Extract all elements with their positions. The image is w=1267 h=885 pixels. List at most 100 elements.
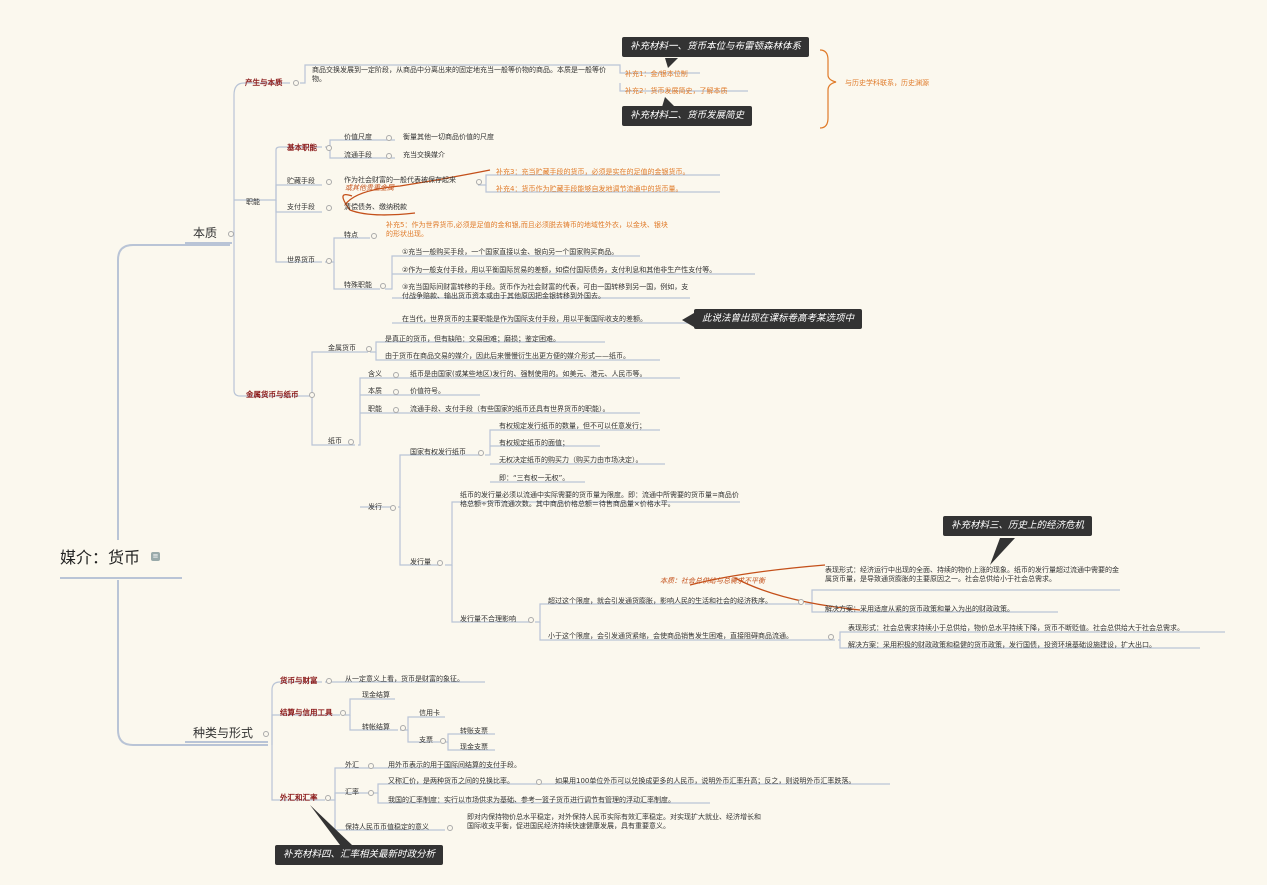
collapse-button[interactable] — [386, 153, 392, 159]
node-chaoguo[interactable]: 超过这个限度，就会引发通货膨胀，影响人民的生活和社会的经济秩序。 — [548, 597, 772, 605]
node-sup2[interactable]: 补充2：货币发展简史，了解本质 — [625, 87, 728, 95]
node-zhibi[interactable]: 纸币 — [328, 437, 342, 445]
node-baochi[interactable]: 保持人民币币值稳定的意义 — [345, 823, 429, 831]
node-liutong[interactable]: 流通手段 — [344, 151, 372, 159]
node-baochi-desc[interactable]: 即对内保持物价总水平稳定，对外保持人民币实际有效汇率稳定。对实现扩大就业、经济增… — [467, 813, 761, 830]
node-teshu4[interactable]: 在当代，世界货币的主要职能是作为国际支付手段，用以平衡国际收支的差额。 — [402, 315, 647, 323]
node-js2[interactable]: 解决方案：采用积极的财政政策和稳健的货币政策，发行国债，投资环境基础设施建设，扩… — [848, 641, 1156, 649]
node-hl[interactable]: 汇率 — [345, 788, 359, 796]
node-hanyi[interactable]: 含义 — [368, 370, 382, 378]
collapse-button[interactable] — [476, 179, 482, 185]
node-buheli[interactable]: 发行量不合理影响 — [460, 615, 516, 623]
collapse-button[interactable] — [440, 738, 446, 744]
node-jiben[interactable]: 基本职能 — [287, 143, 317, 152]
callout-sup1[interactable]: 补充材料一、货币本位与布雷顿森林体系 — [622, 37, 810, 57]
node-sup4[interactable]: 补充4：货币作为贮藏手段能够自发地调节流通中的货币量。 — [496, 185, 683, 193]
node-zb-benzhi-desc[interactable]: 价值符号。 — [410, 387, 445, 395]
node-jiazhi-desc[interactable]: 衡量其他一切商品价值的尺度 — [403, 133, 494, 141]
node-gj4[interactable]: 即：“三有权一无权”。 — [499, 474, 570, 482]
node-xinyongka[interactable]: 信用卡 — [419, 709, 440, 717]
collapse-button[interactable] — [393, 389, 399, 395]
node-gj3[interactable]: 无权决定纸币的购买力（购买力由市场决定）。 — [499, 456, 643, 464]
node-jh1[interactable]: 是真正的货币，但有缺陷：交易困难；磨损；鉴定困难。 — [385, 335, 560, 343]
node-guojia[interactable]: 国家有权发行纸币 — [410, 448, 466, 456]
collapse-button[interactable] — [447, 825, 453, 831]
node-wh[interactable]: 外汇 — [345, 761, 359, 769]
branch-zhonglei[interactable]: 种类与形式 — [193, 726, 254, 740]
collapse-button[interactable] — [400, 725, 406, 731]
collapse-button[interactable] — [368, 763, 374, 769]
collapse-button[interactable] — [340, 710, 346, 716]
node-wh-desc[interactable]: 用外币表示的用于国际间结算的支付手段。 — [388, 761, 521, 769]
collapse-button[interactable] — [393, 372, 399, 378]
node-jiazhi[interactable]: 价值尺度 — [344, 133, 372, 141]
node-zzzp[interactable]: 转账支票 — [460, 727, 488, 735]
collapse-button[interactable] — [368, 790, 374, 796]
collapse-button[interactable] — [380, 283, 386, 289]
node-pz1[interactable]: 表现形式：经济运行中出现的全面、持续的物价上涨的现象。纸币的发行量超过流通中需要… — [825, 566, 1119, 583]
node-history-note[interactable]: 与历史学科联系，历史渊源 — [845, 79, 929, 87]
collapse-button[interactable] — [536, 779, 542, 785]
node-js1[interactable]: 表现形式：社会总需求持续小于总供给，物价总水平持续下降，货币不断贬值。社会总供给… — [848, 624, 1184, 632]
collapse-button[interactable] — [528, 617, 534, 623]
collapse-button[interactable] — [393, 407, 399, 413]
node-zhucang-desc[interactable]: 作为社会财富的一般代表被保存起来 — [344, 176, 456, 184]
node-fxl-desc[interactable]: 纸币的发行量必须以流通中实际需要的货币量为限度。即：流通中所需要的货币量=商品价… — [460, 491, 739, 508]
collapse-button[interactable] — [390, 505, 396, 511]
collapse-button[interactable] — [371, 233, 377, 239]
node-sup3[interactable]: 补充3：充当贮藏手段的货币，必须是实在的足值的金银货币。 — [496, 168, 690, 176]
node-zhuanzhang[interactable]: 转帐结算 — [362, 723, 390, 731]
collapse-button[interactable] — [325, 795, 331, 801]
node-hl1b[interactable]: 如果用100单位外币可以兑换成更多的人民币，说明外币汇率升高；反之，则说明外币汇… — [555, 777, 856, 785]
node-gj1[interactable]: 有权规定发行纸币的数量，但不可以任意发行； — [499, 422, 646, 430]
callout-exam[interactable]: 此说法曾出现在课标卷高考某选项中 — [694, 309, 863, 329]
node-waihui[interactable]: 外汇和汇率 — [280, 793, 318, 802]
collapse-button[interactable] — [326, 179, 332, 185]
collapse-button[interactable] — [228, 231, 234, 237]
collapse-button[interactable] — [366, 346, 372, 352]
callout-sup4[interactable]: 补充材料四、汇率相关最新时政分析 — [275, 845, 444, 865]
node-zhifu[interactable]: 支付手段 — [287, 203, 315, 211]
collapse-button[interactable] — [437, 560, 443, 566]
node-jinshu-huobi[interactable]: 金属货币 — [328, 344, 356, 352]
collapse-button[interactable] — [263, 731, 269, 737]
node-teshu1[interactable]: ①充当一般购买手段，一个国家直接以金、银向另一个国家购买商品。 — [402, 248, 619, 256]
node-hl1[interactable]: 又称汇价，是两种货币之间的兑换比率。 — [388, 777, 514, 785]
node-teshu[interactable]: 特殊职能 — [344, 281, 372, 289]
node-zb-zhineng[interactable]: 职能 — [368, 405, 382, 413]
node-hl2[interactable]: 我国的汇率制度：实行以市场供求为基础、参考一篮子货币进行调节有管理的浮动汇率制度… — [388, 796, 675, 804]
node-pz2[interactable]: 解决方案：采用适度从紧的货币政策和量入为出的财政政策。 — [825, 605, 1014, 613]
node-sup5[interactable]: 补充5：作为世界货币,必须是足值的金和银,而且必须脱去铸币的地域性外衣，以金块、… — [386, 221, 668, 238]
node-faxing[interactable]: 发行 — [368, 503, 382, 511]
node-zhucang[interactable]: 贮藏手段 — [287, 177, 315, 185]
node-teshu3[interactable]: ③充当国际间财富转移的手段。货币作为社会财富的代表，可由一国转移到另一国，例如，… — [402, 283, 689, 300]
node-zhineng[interactable]: 职能 — [246, 198, 260, 206]
node-zb-benzhi[interactable]: 本质 — [368, 387, 382, 395]
node-sup1[interactable]: 补充1：金/银本位制 — [625, 70, 688, 78]
node-zhifu-desc[interactable]: 清偿债务、缴纳税款 — [344, 203, 407, 211]
node-faxingliang[interactable]: 发行量 — [410, 558, 431, 566]
collapse-button[interactable] — [386, 135, 392, 141]
node-hanyi-desc[interactable]: 纸币是由国家(或某些地区)发行的、强制使用的。如美元、港元、人民币等。 — [410, 370, 647, 378]
note-icon[interactable]: ≡ — [151, 552, 160, 561]
node-caifu-desc[interactable]: 从一定意义上看，货币是财富的象征。 — [345, 675, 464, 683]
collapse-button[interactable] — [293, 80, 299, 86]
node-xjzp[interactable]: 现金支票 — [460, 743, 488, 751]
node-caifu[interactable]: 货币与财富 — [280, 676, 318, 685]
node-tedian[interactable]: 特点 — [344, 231, 358, 239]
collapse-button[interactable] — [348, 439, 354, 445]
node-zhipiao[interactable]: 支票 — [419, 736, 433, 744]
callout-sup2[interactable]: 补充材料二、货币发展简史 — [622, 106, 753, 126]
node-xianjin[interactable]: 现金结算 — [362, 691, 390, 699]
node-zb-zhineng-desc[interactable]: 流通手段、支付手段（有些国家的纸币还具有世界货币的职能）。 — [410, 405, 610, 413]
node-xiaoyu[interactable]: 小于这个限度，会引发通货紧缩，会使商品销售发生困难，直接阻碍商品流通。 — [548, 632, 793, 640]
collapse-button[interactable] — [828, 634, 834, 640]
node-jh2[interactable]: 由于货币在商品交易的媒介，因此后来慢慢衍生出更方便的媒介形式——纸币。 — [385, 352, 630, 360]
branch-benzhi[interactable]: 本质 — [193, 226, 218, 240]
collapse-button[interactable] — [326, 205, 332, 211]
collapse-button[interactable] — [798, 599, 804, 605]
node-jinshu-zhibi[interactable]: 金属货币与纸币 — [246, 390, 299, 399]
collapse-button[interactable] — [309, 392, 315, 398]
node-jiesuan[interactable]: 结算与信用工具 — [280, 708, 333, 717]
collapse-button[interactable] — [326, 145, 332, 151]
